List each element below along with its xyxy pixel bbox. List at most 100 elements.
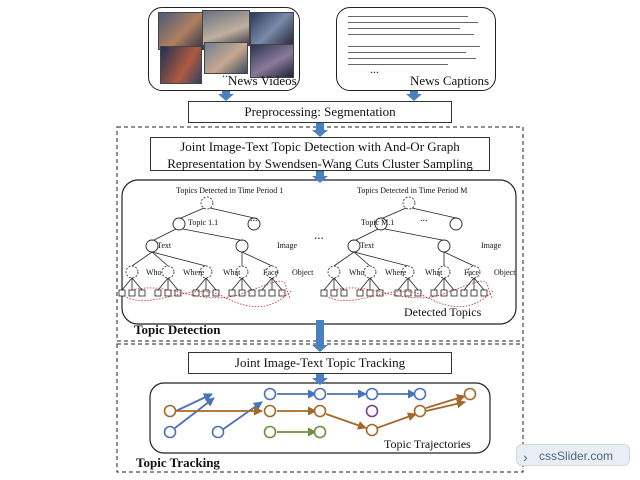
leaf-square-period-m	[340, 289, 348, 297]
branch-edge-period-1	[131, 251, 153, 267]
leaf-square-period-m	[376, 289, 384, 297]
who-node-period-m	[327, 265, 341, 279]
leaf-square-period-m	[330, 289, 338, 297]
leaf-edge-period-1	[131, 277, 143, 291]
captions-ellipsis: ...	[370, 62, 379, 76]
blue-edge	[174, 397, 215, 429]
leaf-square-period-m	[366, 289, 374, 297]
topic-1-sibling-dots: ...	[250, 213, 258, 224]
brown-node	[263, 404, 277, 418]
blue-node	[413, 387, 427, 401]
brown-node	[365, 423, 379, 437]
video-thumbnail	[250, 12, 294, 48]
topic-sibling-node-period-1	[247, 217, 261, 231]
root-edge-period-m	[382, 207, 407, 219]
branch-edge-period-1	[151, 251, 169, 267]
period-1-label: Topics Detected in Time Period 1	[176, 186, 284, 195]
detected-topics-panel	[121, 179, 517, 325]
face-label-m: Face	[464, 268, 480, 277]
leaf-edge-period-1	[121, 277, 133, 291]
videos-arrow-shaft	[222, 91, 230, 95]
what-node-period-m	[401, 265, 415, 279]
leaf-square-period-1	[202, 289, 210, 297]
periods-between-dots: ...	[314, 227, 324, 242]
who-node-period-1	[125, 265, 139, 279]
watermark-text: cssSlider.com	[539, 449, 614, 463]
object-node-period-m	[467, 265, 481, 279]
video-thumbnail	[160, 46, 202, 84]
branch-edge-period-1	[151, 251, 207, 267]
preprocess-arrow-head	[312, 130, 328, 137]
object-label-1: Object	[292, 268, 314, 277]
video-thumbnail	[250, 44, 294, 78]
video-thumbnail	[202, 10, 250, 46]
topic-detection-section-label: Topic Detection	[134, 322, 221, 337]
period-m-label: Topics Detected in Time Period M	[357, 186, 468, 195]
blue-node	[365, 387, 379, 401]
root-node-period-1	[200, 196, 214, 210]
what-label-m: What	[425, 268, 443, 277]
leaf-square-period-m	[450, 289, 458, 297]
blue-node	[211, 425, 225, 439]
cluster-curve-period-m	[333, 280, 493, 299]
topic-trajectories-label: Topic Trajectories	[384, 437, 471, 451]
topic-tracking-section-label: Topic Tracking	[136, 455, 220, 470]
where-node-period-1	[161, 265, 175, 279]
leaf-square-period-m	[460, 289, 468, 297]
root-edge-period-m	[411, 207, 457, 219]
to-tracking-arrow-shaft	[316, 320, 324, 346]
video-thumbnail	[204, 42, 248, 74]
leaf-square-period-1	[248, 289, 256, 297]
news-videos-label: News Videos	[228, 73, 297, 88]
caption-text-line	[348, 46, 480, 48]
text-node-label-1: Text	[157, 241, 172, 250]
leaf-square-period-m	[470, 289, 478, 297]
branch-edge-period-m	[333, 251, 355, 267]
topic-m-sibling-dots: ...	[420, 213, 428, 224]
brown-edge	[325, 413, 367, 430]
joint-tracking-step: Joint Image-Text Topic Tracking	[188, 352, 452, 374]
tracking-arrow-shaft	[316, 374, 324, 379]
topic-edge-period-m	[355, 228, 379, 241]
image-node-period-1	[235, 239, 249, 253]
blue-node	[163, 425, 177, 439]
cluster-curve-period-1	[131, 280, 291, 299]
leaf-edge-period-m	[333, 277, 345, 291]
leaf-edge-period-m	[359, 277, 371, 291]
topic-node-period-1	[172, 217, 186, 231]
detected-topics-label: Detected Topics	[404, 305, 482, 319]
object-label-m: Object	[494, 268, 516, 277]
green-node	[263, 425, 277, 439]
videos-ellipsis: ...	[222, 66, 231, 80]
branch-edge-period-m	[353, 251, 371, 267]
detection-arrow-head	[312, 176, 328, 183]
leaf-square-period-1	[174, 289, 182, 297]
preprocess-arrow-shaft	[316, 123, 324, 131]
video-thumbnail	[158, 12, 204, 50]
leaf-edge-period-m	[397, 277, 409, 291]
preprocessing-step: Preprocessing: Segmentation	[188, 101, 452, 123]
face-label-1: Face	[263, 268, 279, 277]
leaf-edge-period-1	[195, 277, 207, 291]
leaf-square-period-m	[414, 289, 422, 297]
root-node-period-m	[402, 196, 416, 210]
leaf-edge-period-m	[473, 277, 485, 291]
leaf-square-period-1	[154, 289, 162, 297]
caption-text-line	[348, 64, 448, 66]
leaf-square-period-m	[394, 289, 402, 297]
preprocessing-label: Preprocessing: Segmentation	[244, 104, 396, 119]
to-tracking-arrow-head	[312, 345, 328, 352]
leaf-edge-period-m	[369, 277, 381, 291]
what-node-period-1	[199, 265, 213, 279]
leaf-square-period-m	[320, 289, 328, 297]
leaf-edge-period-1	[167, 277, 179, 291]
leaf-square-period-1	[228, 289, 236, 297]
leaf-square-period-m	[480, 289, 488, 297]
topic-sibling-node-period-m	[449, 217, 463, 231]
who-label-m: Who	[349, 268, 365, 277]
leaf-edge-period-1	[157, 277, 169, 291]
topic-edge-period-1	[182, 228, 241, 241]
caption-text-line	[348, 58, 476, 60]
text-node-label-m: Text	[360, 241, 375, 250]
